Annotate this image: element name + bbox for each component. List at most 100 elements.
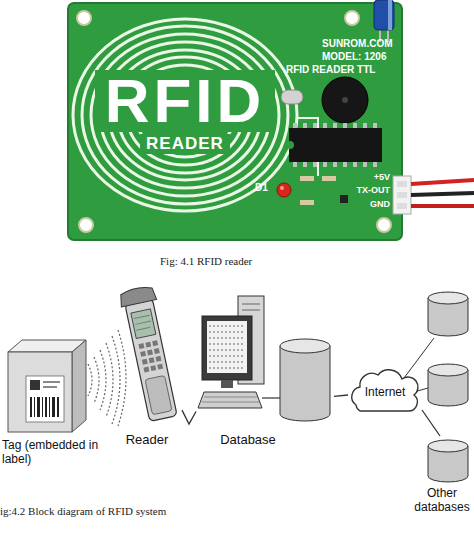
connector-part <box>411 204 474 208</box>
label-anchor: MODEL: 1206 <box>322 51 402 63</box>
radio-waves <box>88 330 126 426</box>
pin-name: +5V <box>362 172 390 183</box>
tag-node: Tag (embedded in label) <box>0 330 112 478</box>
pcb-board-part <box>79 218 93 232</box>
pcb-board-part <box>377 218 391 232</box>
database-node-art-part-part <box>209 356 245 357</box>
reader-node-art-part-part <box>157 364 163 370</box>
reader-node-art-part-part <box>134 315 150 318</box>
reader-node-art-part-part <box>118 285 156 307</box>
led <box>277 183 291 197</box>
label-anchor: D1 <box>255 182 275 194</box>
pin-name: GND <box>360 199 390 210</box>
database-node: Database <box>196 288 334 450</box>
tag-node-art-part <box>43 386 57 388</box>
tag-node-art-part <box>43 381 60 383</box>
ic-chip <box>286 123 382 167</box>
capacitor-part <box>388 0 392 30</box>
part-ref: D1 <box>255 182 275 194</box>
radio-waves-part <box>118 330 126 426</box>
small-parts-part <box>340 195 348 203</box>
connector <box>393 176 474 214</box>
tag-node-art-part <box>30 397 32 417</box>
connector-line <box>334 395 348 396</box>
tag-node-art-part <box>30 380 40 390</box>
connector-part <box>397 203 407 209</box>
label-anchor: RFID <box>95 70 275 132</box>
database-node-art-part <box>204 397 257 398</box>
capacitor <box>374 0 394 42</box>
database-node-art-part <box>209 326 245 368</box>
database-node-art-part <box>280 346 330 421</box>
database-node-art-part-part <box>209 326 245 327</box>
pcb-board-part <box>68 3 402 240</box>
database-node-art-part <box>221 380 233 388</box>
tag-node-art-part <box>42 397 43 417</box>
antenna-coil <box>73 19 318 211</box>
other-databases-node-art-part <box>428 440 468 452</box>
tag-node-art-part <box>57 397 59 417</box>
buzzer-part <box>342 97 348 103</box>
database-cylinders-part <box>404 338 434 378</box>
database-node-art-part-part <box>209 332 245 333</box>
pcb-board <box>68 3 402 240</box>
database-cylinders-part <box>428 364 468 376</box>
node-label: Database <box>208 432 288 448</box>
database-node-art-part <box>198 392 262 408</box>
radio-waves-part <box>112 336 120 424</box>
silkscreen-text: SUNROM.COM <box>322 38 402 50</box>
label-anchor: GND <box>360 199 390 210</box>
reader-node-art-part-part <box>152 340 158 346</box>
node-label: Reader <box>112 432 182 448</box>
reader-node-art-part-part <box>125 298 177 421</box>
board-logo-sub: READER <box>140 134 230 154</box>
database-node-art-part-part <box>209 338 245 339</box>
board-logo: RFID <box>95 70 275 132</box>
radio-waves-part <box>94 357 99 403</box>
connector-part <box>411 180 474 184</box>
reader-node-art-part-part <box>149 357 155 363</box>
database-node-art-part <box>242 304 260 305</box>
reader-node-art-part-part <box>147 349 153 355</box>
node-label: Tag (embedded in label) <box>2 438 110 467</box>
reader-node-art-part-part <box>156 356 162 362</box>
connector-part <box>393 176 411 214</box>
antenna-coil-part <box>73 19 297 211</box>
reader-node-art-part-part <box>138 343 144 349</box>
database-node-art <box>196 288 334 450</box>
figure-caption: Fig: 4.1 RFID reader <box>160 255 360 268</box>
database-cylinders-part <box>428 292 468 304</box>
reader-node-art-part-part <box>154 348 160 354</box>
ic-chip-part <box>289 128 382 162</box>
reader-node-art-part <box>118 285 181 423</box>
internet-cloud: Internet <box>348 366 422 418</box>
figure-caption: ig:4.2 Block diagram of RFID system <box>0 505 280 518</box>
silkscreen-text: RFID READER TTL <box>286 64 402 76</box>
label-anchor: +5V <box>362 172 390 183</box>
reader-node-art-part-part <box>143 367 149 373</box>
led-part <box>280 186 284 190</box>
tag-node-art-part <box>52 397 55 417</box>
label-anchor: SUNROM.COM <box>322 38 402 50</box>
reader-node-art <box>112 280 182 450</box>
radio-waves-part <box>88 364 92 396</box>
tag-node-art-part <box>34 397 35 417</box>
label-anchor: Fig: 4.1 RFID reader <box>160 255 360 268</box>
label-anchor: RFID READER TTL <box>286 64 402 76</box>
reader-node-art-part-part <box>135 321 151 324</box>
ic-chip-part <box>286 141 294 149</box>
crystal-part <box>281 90 303 104</box>
reader-node-art-part-part <box>145 375 172 414</box>
tag-node-art-part <box>8 352 72 432</box>
connector-part <box>411 193 474 195</box>
pcb-board-part <box>345 11 359 25</box>
buzzer <box>322 77 368 123</box>
reader-node-art-part-part <box>145 342 151 348</box>
reader-node-art-part-part <box>140 351 146 357</box>
label-anchor: ig:4.2 Block diagram of RFID system <box>0 505 280 518</box>
reader-node-art-part-part <box>131 309 156 339</box>
reader-node-art-part-part <box>137 327 151 330</box>
buzzer-part <box>322 77 368 123</box>
radio-waves-part <box>106 343 113 417</box>
